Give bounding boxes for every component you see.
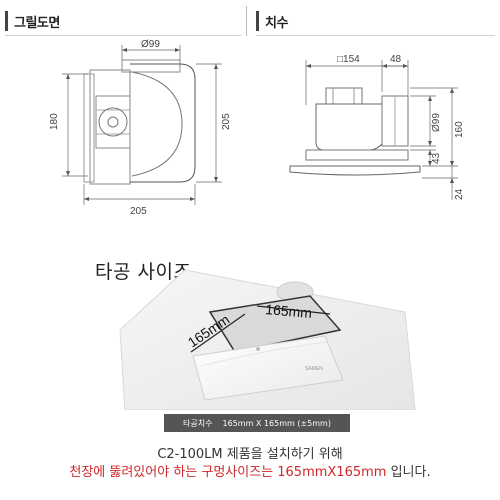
front-dim-bottom: 205: [130, 206, 147, 217]
side-dim-height-total: 160: [454, 121, 465, 138]
front-dim-right: 205: [221, 113, 232, 130]
grill-panel: [192, 335, 344, 401]
caption-value: 165mm X 165mm (±5mm): [222, 418, 331, 428]
side-dim-duct: 48: [390, 54, 402, 65]
dimensions-title: 치수: [265, 15, 288, 31]
front-view-title: 그릴도면: [14, 15, 60, 31]
installation-illustration: SAMEN 165mm 165mm: [119, 270, 416, 410]
description-suffix: 입니다.: [386, 465, 431, 480]
front-dim-left: 180: [49, 113, 60, 130]
hole-size-caption: 타공치수 165mm X 165mm (±5mm): [164, 414, 350, 432]
caption-label: 타공치수: [183, 418, 213, 428]
photo-dim-right: 165mm: [265, 301, 313, 321]
side-dim-body: □154: [337, 54, 360, 65]
description-line2: 천장에 뚫려있어야 하는 구멍사이즈는 165mmX165mm 입니다.: [0, 461, 500, 480]
section-divider: [246, 6, 247, 36]
header-divider: [5, 35, 241, 36]
dimensions-header: 치수: [256, 8, 288, 34]
front-view-drawing: Ø99 180 205 205: [49, 39, 232, 217]
header-marker: [5, 11, 8, 31]
brand-logo: SAMEN: [305, 366, 323, 372]
header-divider: [256, 35, 495, 36]
front-view-header: 그릴도면: [5, 8, 60, 34]
description-highlight: 천장에 뚫려있어야 하는 구멍사이즈는 165mmX165mm: [69, 465, 387, 480]
side-dim-duct-diameter: Ø99: [431, 113, 442, 132]
side-dim-grill: 24: [454, 188, 465, 200]
indicator-light: [256, 347, 260, 351]
header-marker: [256, 11, 259, 31]
side-view-drawing: □154 48 Ø99 160 43 24: [289, 54, 465, 200]
hole-size-title: 타공 사이즈: [95, 261, 192, 283]
hole-opening: [208, 295, 342, 353]
description-line1: C2-100LM 제품을 설치하기 위해: [157, 447, 343, 462]
side-dim-height-lower: 43: [431, 152, 442, 164]
front-dim-top: Ø99: [141, 39, 160, 50]
